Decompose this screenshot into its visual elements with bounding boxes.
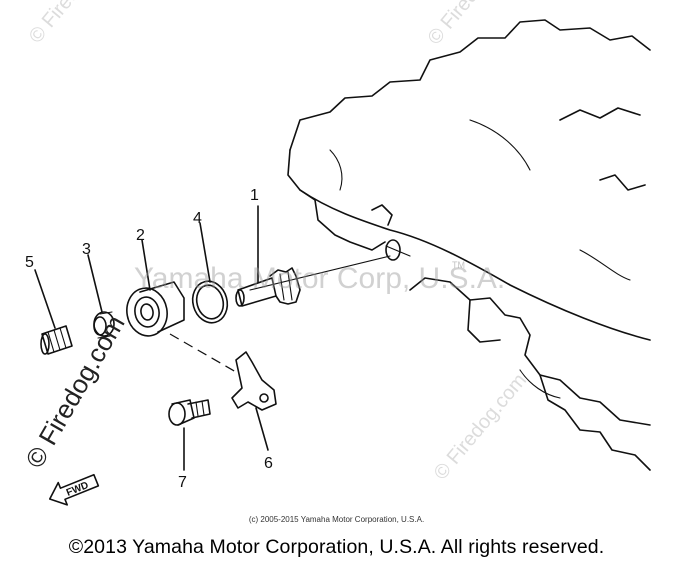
- engine-case-outline: [287, 19, 651, 471]
- part-label-4: 4: [193, 210, 202, 227]
- part-7-bolt: [168, 399, 211, 471]
- part-label-2: 2: [136, 227, 145, 244]
- copyright-main: ©2013 Yamaha Motor Corporation, U.S.A. A…: [68, 536, 605, 558]
- watermark-center: Yamaha Motor Corp, U.S.A.: [134, 262, 505, 295]
- part-3-collar: [87, 254, 115, 339]
- part-label-3: 3: [82, 241, 91, 258]
- shaft-bore: [385, 239, 411, 261]
- part-label-5: 5: [25, 254, 34, 271]
- part-2-housing: [126, 239, 185, 337]
- part-label-6: 6: [264, 455, 273, 472]
- part-4-o-ring: [191, 222, 229, 324]
- fwd-label: FWD: [65, 480, 90, 499]
- watermark-right: © Firedog.com: [430, 369, 531, 484]
- part-5-threaded-fitting: [34, 269, 73, 355]
- part-label-1: 1: [250, 187, 259, 204]
- copyright-small: (c) 2005-2015 Yamaha Motor Corporation, …: [248, 515, 425, 524]
- assembly-line-stopper: [169, 333, 237, 373]
- watermark-top-left: © Firedog.com: [25, 0, 126, 48]
- part-6-stopper-plate: [231, 351, 277, 451]
- fwd-arrow: FWD: [48, 473, 100, 506]
- watermark-side: © Firedog.com: [19, 310, 130, 473]
- part-1-shaft-gear: [235, 205, 301, 307]
- watermark-tm: TM: [452, 260, 465, 270]
- part-label-7: 7: [178, 474, 187, 491]
